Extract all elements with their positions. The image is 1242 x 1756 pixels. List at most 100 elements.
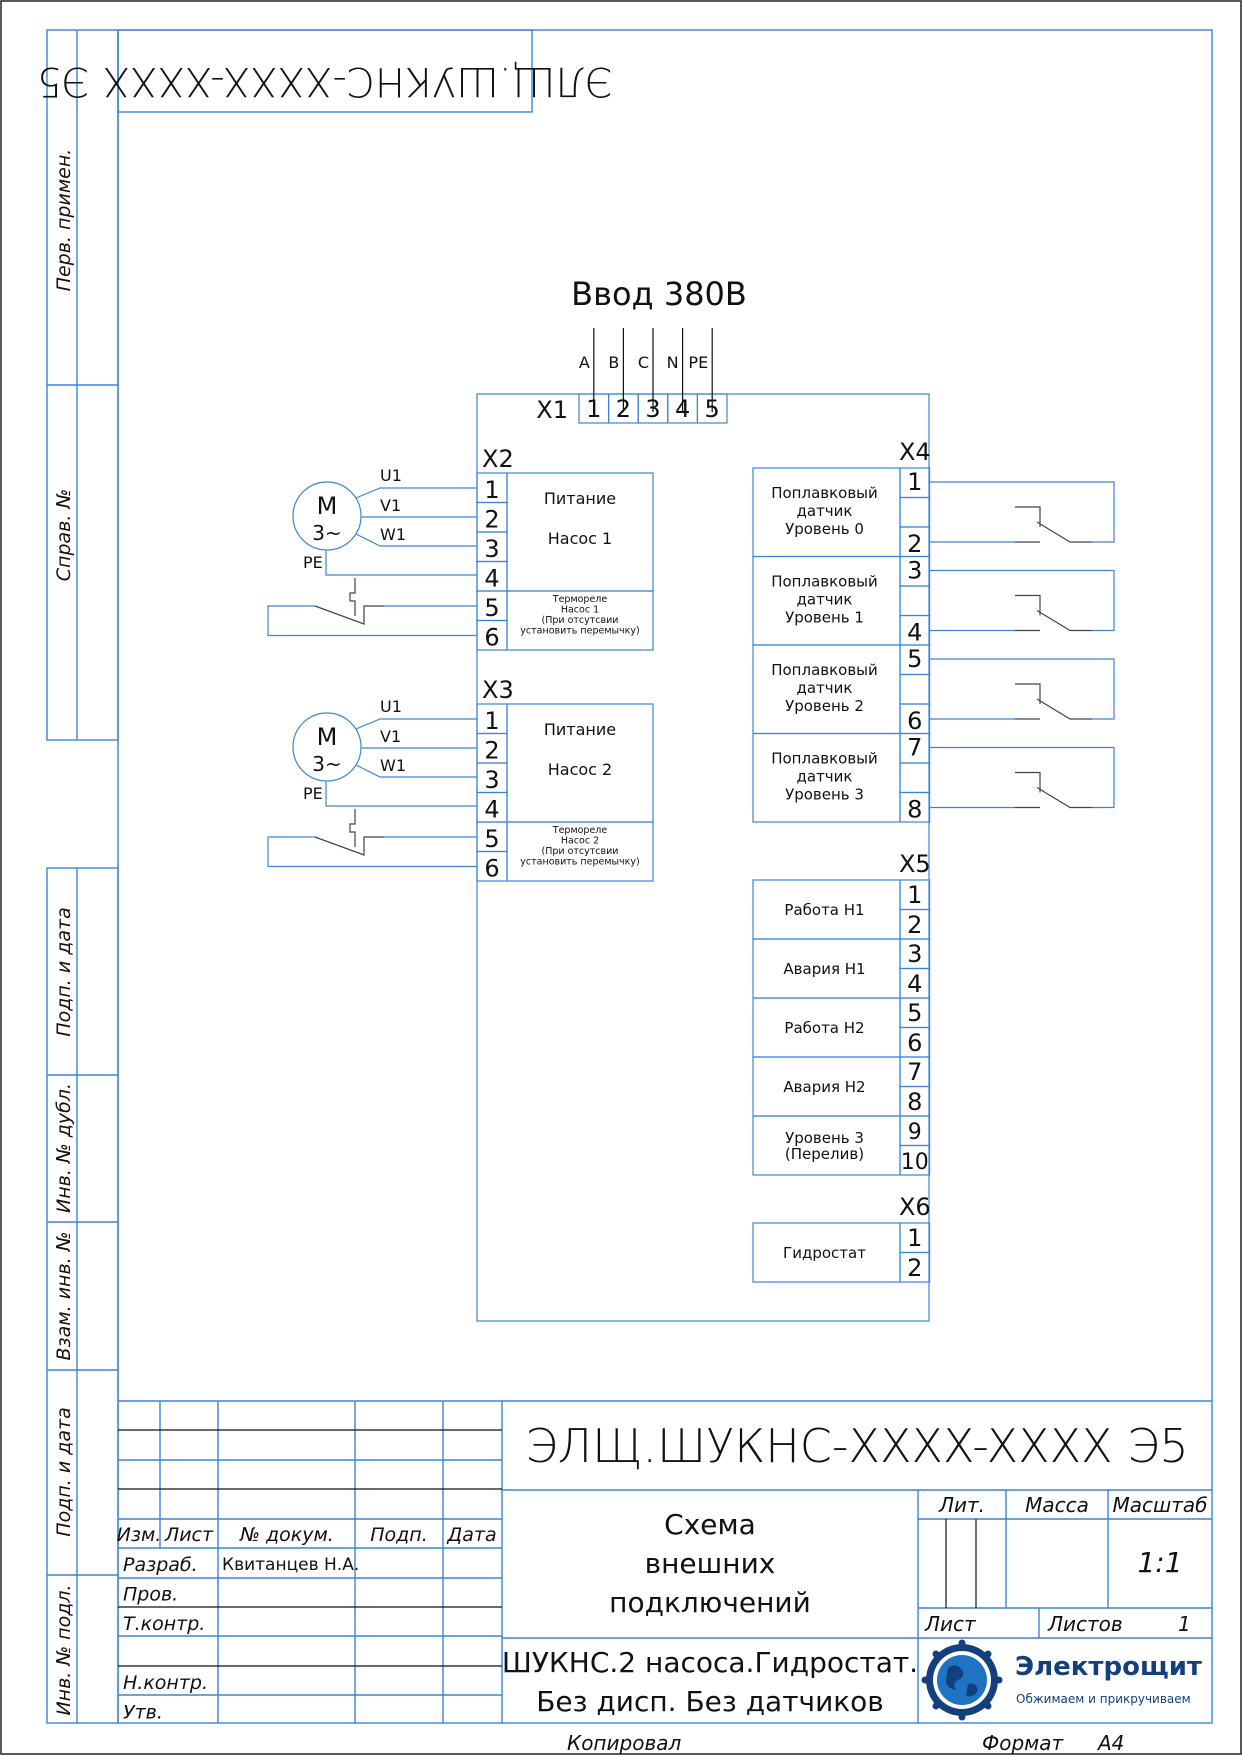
float-switch-contact-icon [1036,698,1092,720]
float-wire [929,746,1115,809]
x5-terminal-number: 10 [901,1150,929,1175]
thermal-relay-symbol-icon [349,578,356,616]
x5-terminal-number: 7 [907,1058,922,1086]
signal-text: Работа Н1 [784,901,864,919]
pump-terminal-number: 3 [484,766,499,794]
pump-terminal-number: 2 [484,506,499,534]
float-sensor-text: датчик [797,768,853,786]
float-sensor-text: Поплавковый [771,573,878,591]
float-sensor-text: Уровень 0 [785,520,864,538]
sheet-label: Лист [924,1612,977,1636]
x5-connector-label: X5 [899,850,931,878]
x5-terminal-number: 1 [907,881,922,909]
float-switch-contact-icon [1036,609,1092,632]
side-columns: Перв. примен. Справ. № Подп. и дата Инв.… [46,29,119,1724]
x4-terminal-cell [899,496,931,528]
pump-terminal-number: 5 [484,594,499,622]
signal-text: Авария Н2 [783,1078,865,1096]
pump-thermo-text: установить перемычку) [520,626,639,637]
x5-terminal-number: 2 [907,911,922,939]
pump-name-label: Насос 1 [548,529,612,548]
pump-thermo-text: Насос 2 [561,836,599,847]
pump-name-label: Насос 2 [548,760,612,779]
x5-terminal-number: 6 [907,1029,922,1057]
pump-thermo-box [506,590,654,651]
pump-terminal-number: 6 [484,855,499,883]
role-label: Утв. [123,1702,163,1724]
thermal-relay-contact-icon [314,836,384,856]
pump-thermo-text: (При отсутсвии [542,846,619,857]
header-doc: № докум. [239,1524,334,1546]
x1-connector-label: X1 [536,396,568,424]
copied-label: Копировал [567,1731,681,1755]
wire-label-w1: W1 [380,756,406,775]
top-stamp-text: ЭЛЩ.ШУКНС-XXXX-XXXX Э5 [37,58,614,104]
role-label: Пров. [123,1584,178,1606]
globe-icon [937,1655,987,1705]
pump-thermo-text: Термореле [552,594,608,605]
hydrostat-label: Гидростат [783,1244,866,1262]
format-value: A4 [1096,1731,1124,1755]
role-person-name: Квитанцев Н.А. [222,1555,359,1575]
wire-w1 [355,764,477,778]
float-sensor-text: Уровень 1 [785,609,864,627]
side-label-podp-data-1: Подп. и дата [53,907,75,1036]
header-list: Лист [164,1524,214,1546]
doc-name-line-3: подключений [609,1586,811,1619]
header-sign: Подп. [370,1524,428,1546]
float-sensor-text: Уровень 2 [785,697,864,715]
float-switch-contact-icon [1036,786,1092,809]
x6-connector-label: X6 [899,1193,931,1221]
wire-label-w1: W1 [380,525,406,544]
input-title: Ввод 380В [571,275,747,313]
float-sensor-text: Поплавковый [771,484,878,502]
motor-icon [292,481,362,551]
float-sensor-text: Поплавковый [771,750,878,768]
side-label-perv-primen: Перв. примен. [53,149,75,292]
role-label: Н.контр. [123,1672,208,1694]
motor-label: M [317,492,338,520]
top-stamp: ЭЛЩ.ШУКНС-XXXX-XXXX Э5 [37,29,614,113]
product-line-2: Без дисп. Без датчиков [536,1685,884,1718]
wire-label-v1: V1 [380,496,401,515]
pump-terminal-number: 6 [484,624,499,652]
pump-terminal-number: 3 [484,535,499,563]
float-sensor-text: датчик [797,679,853,697]
x4-terminal-number: 5 [907,645,922,673]
x5-terminal-number: 5 [907,999,922,1027]
pump-connector-label: X2 [482,445,514,473]
x4-connector-label: X4 [899,438,931,466]
float-sensor-text: Уровень 3 [785,786,864,804]
side-label-inv-dubl: Инв. № дубл. [53,1083,75,1213]
x4-terminal-number: 7 [907,734,922,762]
designation: ЭЛЩ.ШУКНС-XXXX-XXXX Э5 [525,1419,1188,1473]
wire-pe [325,781,477,807]
wire-pe [325,550,477,576]
company-slogan: Обжимаем и прикручиваем [1016,1692,1191,1706]
side-label-vzam-inv: Взам. инв. № [53,1231,75,1360]
wire-label-u1: U1 [380,697,402,716]
x4-terminal-number: 6 [907,707,922,735]
signal-text: (Перелив) [785,1145,864,1163]
doc-name-line-2: внешних [645,1547,776,1580]
pump-thermo-text: установить перемычку) [520,857,639,868]
pump-terminal-number: 1 [484,476,499,504]
format-label: Формат [982,1731,1064,1755]
x4-terminal-cell [899,585,931,617]
company-logo: Электрощит Обжимаем и прикручиваем [921,1639,1202,1721]
pump-terminal-number: 1 [484,707,499,735]
phase-label: N [667,353,679,372]
x6-terminal-number: 2 [907,1254,922,1282]
x4-terminal-number: 2 [907,530,922,558]
pump-power-label: Питание [544,489,616,508]
float-switch-actuator-icon [1015,506,1041,527]
pe-label: PE [303,784,323,803]
thermal-relay-symbol-icon [349,809,356,847]
pump-thermo-text: (При отсутсвии [542,615,619,626]
side-label-sprav-no: Справ. № [53,489,75,581]
x4-terminal-number: 4 [907,619,922,647]
